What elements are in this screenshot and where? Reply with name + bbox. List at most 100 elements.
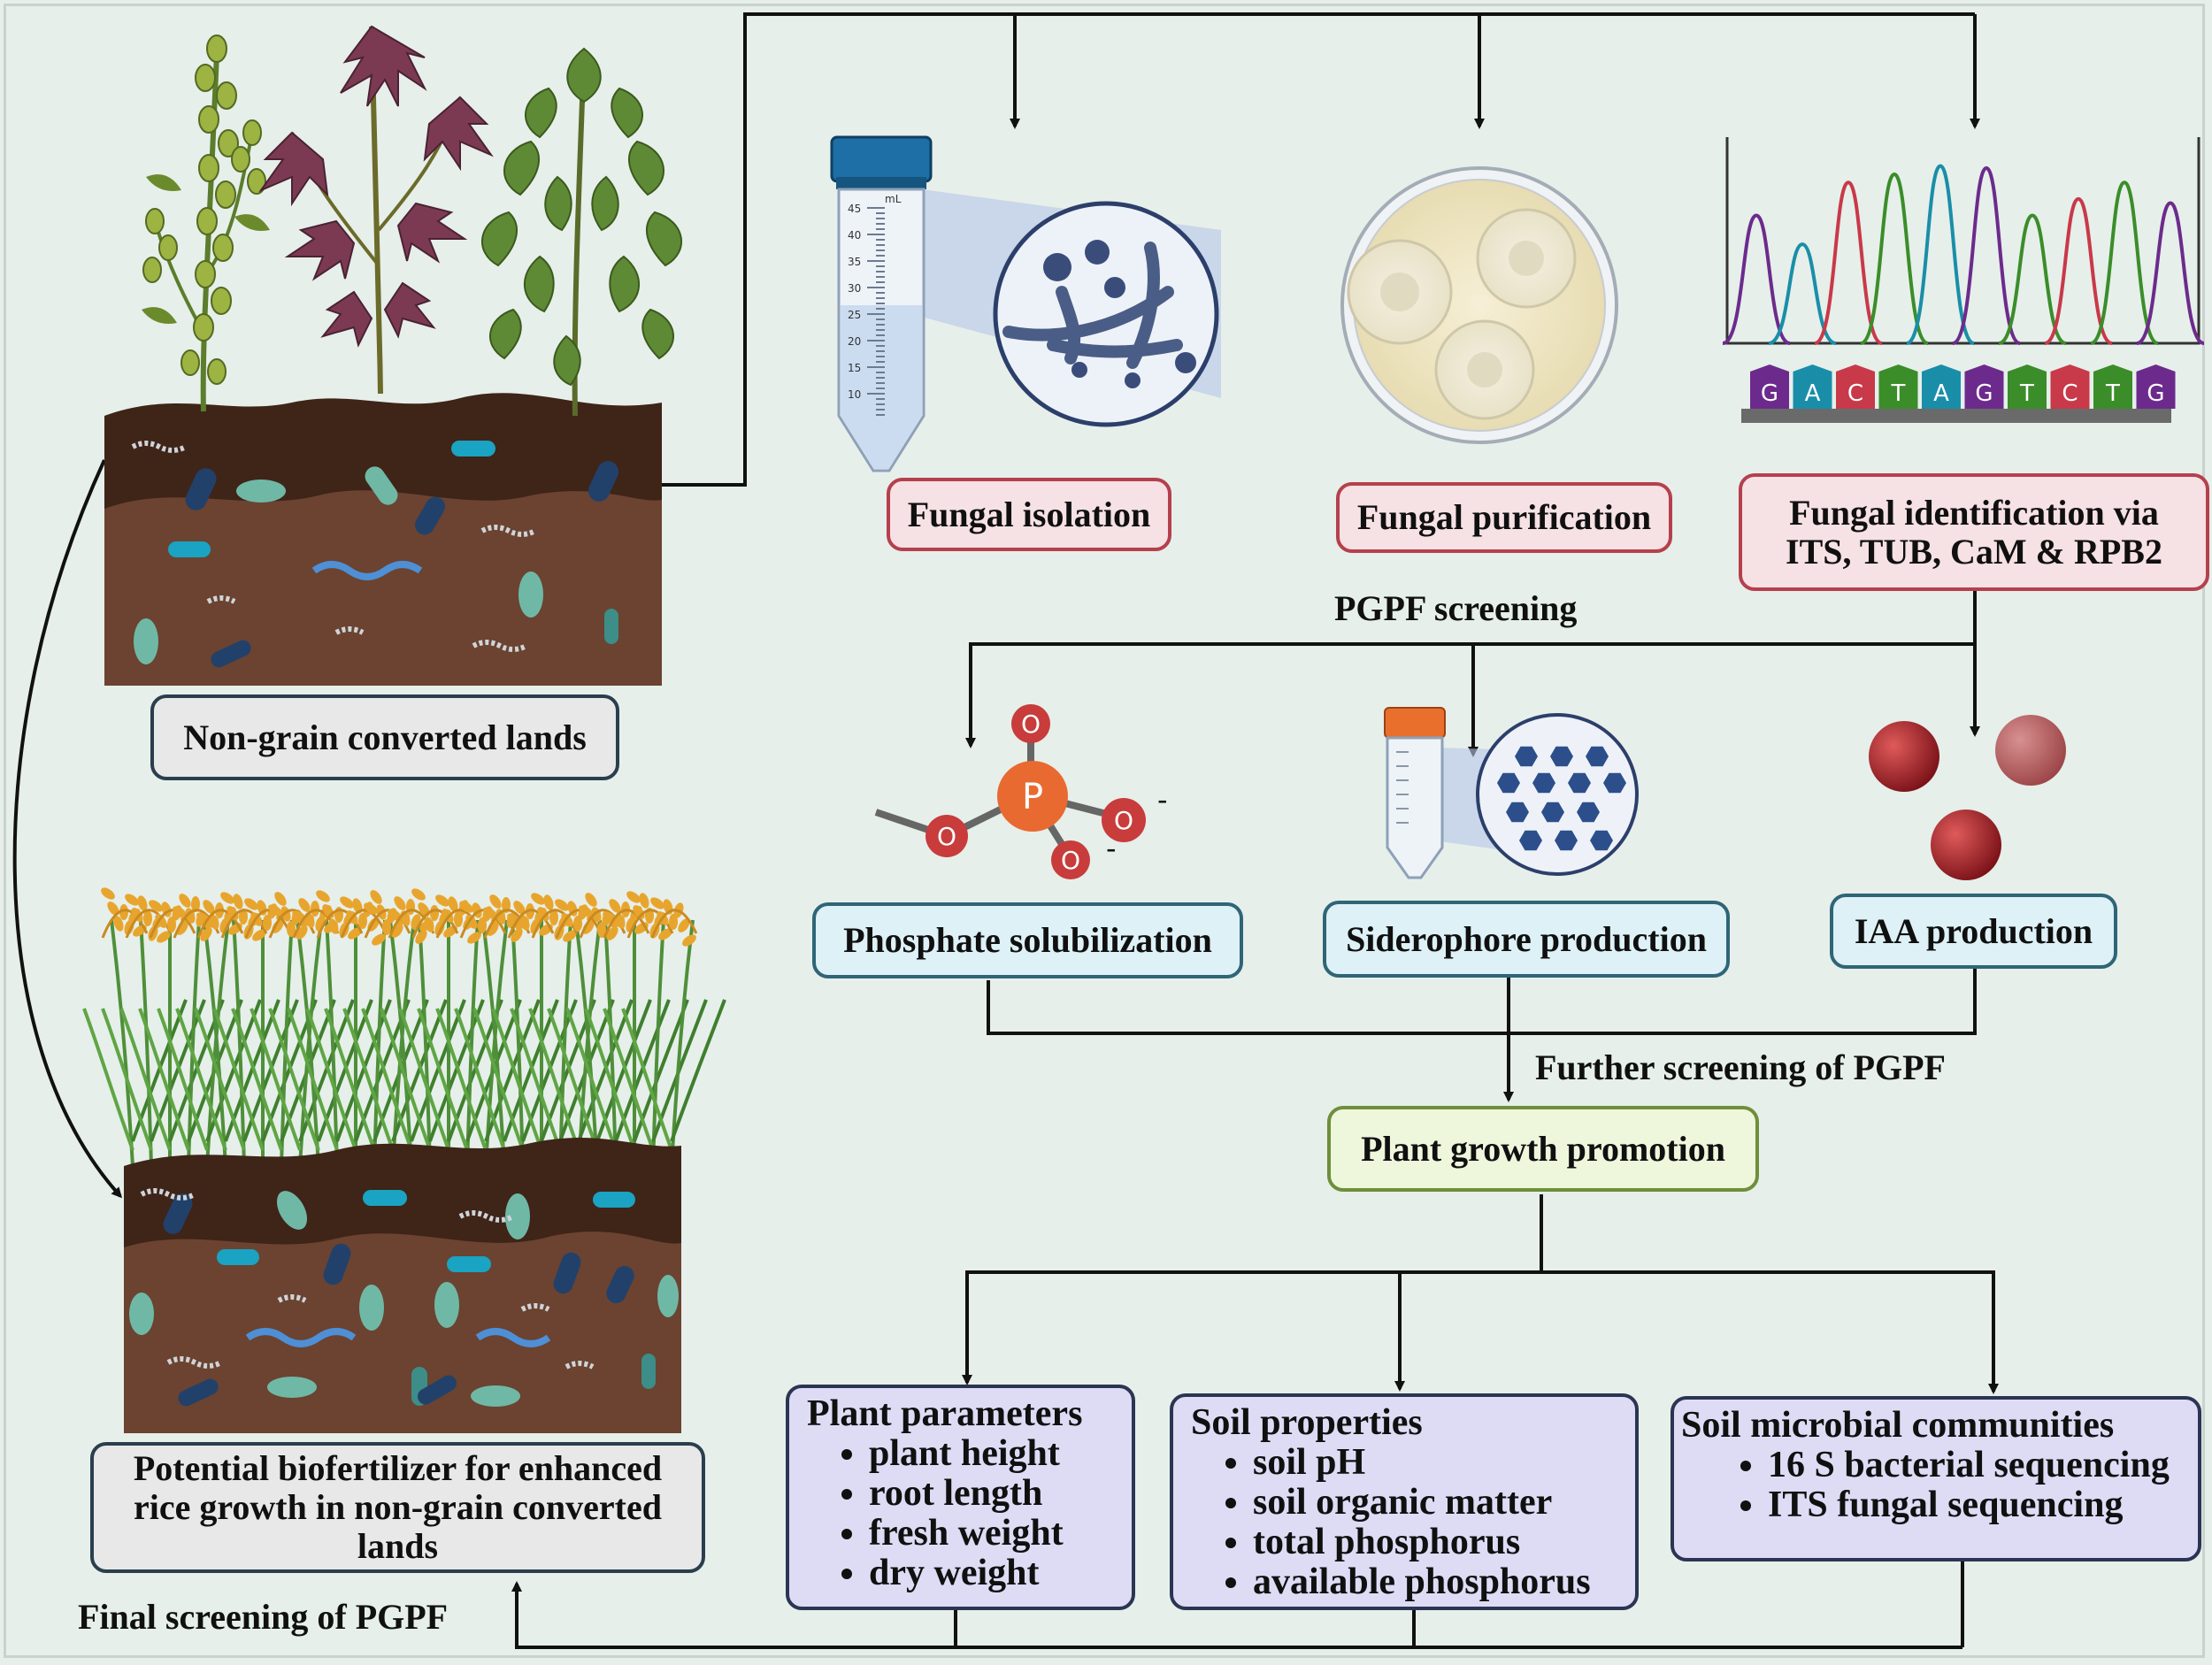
rice-grain — [530, 918, 541, 934]
rice-grain — [543, 894, 554, 910]
rice-grain — [296, 925, 308, 940]
soil-block-bottom — [124, 1137, 681, 1433]
soil-properties-title: Soil properties — [1191, 1402, 1423, 1443]
dna-base-letter: C — [1847, 380, 1863, 407]
rice-grain — [478, 917, 487, 933]
siderophore-hexagons — [1497, 746, 1626, 851]
rice-grain — [555, 899, 569, 911]
rice-grain — [537, 907, 549, 921]
rice-stalks — [82, 919, 726, 1167]
soil-microbial-box: Soil microbial communities 16 S bacteria… — [1671, 1396, 2201, 1561]
rice-leaf — [491, 1008, 543, 1151]
rice-leaf — [157, 1008, 209, 1151]
soil-microbes-bottom — [129, 1188, 679, 1407]
non-grain-box: Non-grain converted lands — [150, 694, 619, 780]
petri-dish-illustration — [1340, 166, 1618, 444]
charge-bottom: - — [1106, 832, 1117, 865]
rice-grain — [394, 896, 406, 910]
fungal-identification-box: Fungal identification via ITS, TUB, CaM … — [1739, 473, 2209, 591]
non-grain-label: Non-grain converted lands — [183, 717, 587, 757]
rice-grain — [125, 894, 139, 906]
rice-grain — [597, 922, 606, 938]
rice-grain — [650, 897, 664, 909]
rice-grain — [131, 908, 143, 922]
tube-tick-label: 20 — [848, 335, 861, 348]
rice-grain — [561, 913, 573, 927]
plant-parameter-item: dry weight — [869, 1554, 1064, 1593]
tube-tick-label: 25 — [848, 309, 861, 321]
rice-grain — [519, 915, 530, 931]
rice-grain — [513, 901, 526, 915]
rice-grain — [483, 907, 497, 919]
plant-left — [142, 35, 270, 412]
dna-base-letter: C — [2062, 380, 2078, 407]
rice-stalk — [373, 919, 387, 1167]
rice-grain — [465, 915, 478, 929]
dna-base-tag — [1793, 364, 1832, 409]
rice-grain — [454, 911, 463, 927]
rice-grain — [268, 904, 282, 917]
rice-panicle — [411, 909, 459, 939]
rice-panicle — [507, 909, 555, 939]
rice-grain — [442, 909, 454, 923]
dna-base-tag — [2093, 364, 2132, 409]
rice-stalk — [651, 919, 665, 1167]
pgpf-screening-label: PGPF screening — [1334, 588, 1578, 628]
fungal-identification-line2: ITS, TUB, CaM & RPB2 — [1786, 531, 2162, 572]
chromatogram-peak — [1768, 242, 1837, 345]
dna-base-letter: T — [1891, 380, 1906, 407]
fungal-isolation-label: Fungal isolation — [907, 494, 1151, 534]
rice-grain — [682, 934, 696, 947]
rice-grain — [176, 921, 188, 935]
arrow-to-microbial — [1541, 1270, 1999, 1394]
rice-panicle — [149, 909, 196, 939]
rice-grain — [364, 902, 378, 915]
chromatogram-peak — [1952, 165, 2021, 345]
rice-stalk — [203, 919, 227, 1167]
rice-leaf — [603, 1008, 655, 1151]
rice-grain — [113, 916, 124, 932]
soil-block-top — [104, 393, 662, 686]
fungal-hyphae — [1002, 242, 1183, 369]
curved-arrow-left — [12, 459, 123, 1199]
rice-grain — [203, 900, 215, 914]
soil-microbes-top — [131, 441, 619, 668]
chromatogram-peak — [2090, 180, 2159, 345]
hexagon — [1550, 746, 1573, 767]
rice-panicle — [555, 909, 603, 939]
rice-grain — [239, 909, 248, 925]
hexagon — [1519, 830, 1542, 851]
rice-stalk — [574, 919, 599, 1167]
rice-stalk — [388, 919, 413, 1167]
connector-bottom-return — [511, 1581, 957, 1649]
rice-grain — [579, 905, 593, 917]
plant-middle — [258, 25, 494, 395]
rice-stalk — [670, 919, 695, 1167]
rice-grain — [107, 902, 119, 916]
rice-grain — [298, 898, 311, 912]
hexagon — [1590, 830, 1613, 851]
dna-base-tag — [1922, 364, 1961, 409]
soil-property-item: soil pH — [1253, 1443, 1591, 1483]
tube-tick-label: 35 — [848, 256, 861, 268]
rice-grain — [137, 895, 148, 911]
dna-base-tag — [1878, 364, 1918, 409]
hexagon — [1603, 772, 1626, 794]
rice-stalk — [465, 919, 480, 1167]
iaa-box: IAA production — [1830, 894, 2117, 969]
rice-leaf — [472, 1008, 525, 1151]
iaa-spheres — [1869, 715, 2066, 880]
chromatogram-peaks — [1722, 164, 2205, 345]
soil-microbial-list: 16 S bacterial sequencing ITS fungal seq… — [1681, 1446, 2170, 1525]
hexagon — [1541, 802, 1564, 823]
dna-base-tag — [1964, 364, 2004, 409]
rice-grain — [157, 931, 171, 943]
rice-grain — [511, 928, 523, 942]
phosphate-molecule: O O O O P - - — [874, 704, 1168, 879]
rice-leaf — [435, 1008, 488, 1151]
rice-leaf — [417, 1008, 469, 1151]
tube-tick-label: 45 — [848, 203, 861, 215]
